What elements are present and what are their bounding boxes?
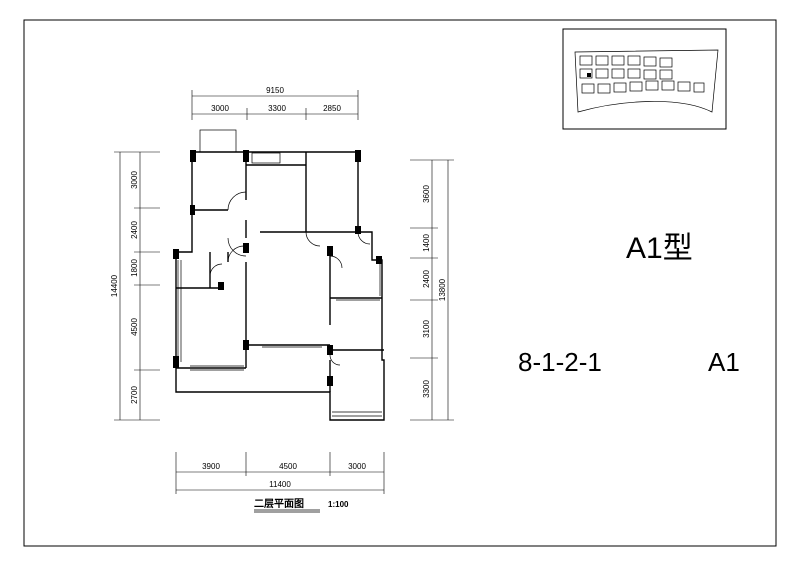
dim-bottom-seg-2: 4500 [279,462,297,471]
caption-title: 二层平面图 [254,498,304,510]
dim-left-seg-5: 2700 [130,386,139,404]
interior-walls [176,152,384,392]
dim-top-seg-1: 3000 [211,104,229,113]
dim-right-seg-4: 3100 [422,320,431,338]
dimension-bottom: 3900 4500 3000 11400 [175,452,385,494]
dim-top-seg-3: 2850 [323,104,341,113]
dim-bottom-seg-3: 3000 [348,462,366,471]
dim-right-seg-2: 1400 [422,234,431,252]
caption-scale: 1:100 [328,500,349,509]
site-buildings [579,55,705,94]
door-swings [209,191,371,366]
dim-top-overall: 9150 [266,86,284,95]
dim-bottom-seg-1: 3900 [202,462,220,471]
unit-type-label: A1型 [626,232,693,265]
dim-left-overall: 14400 [110,274,119,297]
site-highlight-unit [587,73,591,77]
dim-bottom-overall: 11400 [269,480,291,489]
plan-caption: 二层平面图 1:100 [254,498,349,513]
sheet-border [23,19,777,547]
dim-right-seg-3: 2400 [422,270,431,288]
dim-top-seg-2: 3300 [268,104,286,113]
dim-left-seg-1: 3000 [130,171,139,189]
balcony-top [199,129,237,153]
floor-plan [173,129,385,421]
site-outline [574,49,719,113]
dim-right-seg-5: 3300 [422,380,431,398]
site-key-plan [562,28,727,130]
windows [177,260,382,417]
dim-left-seg-3: 1800 [130,259,139,277]
kitchen-counter [251,152,281,164]
dim-right-seg-1: 3600 [422,185,431,203]
dimension-left: 14400 3000 2400 1800 4500 2700 [110,151,160,421]
dim-right-overall: 13800 [438,278,447,301]
dim-left-seg-4: 4500 [130,318,139,336]
outer-wall [175,151,385,421]
dim-left-seg-2: 2400 [130,221,139,239]
structural-columns [173,150,382,386]
unit-type-code: A1 [708,347,740,377]
dimension-top: 9150 3000 3300 2850 [191,86,359,120]
unit-code: 8-1-2-1 [518,347,602,377]
dimension-right: 3600 1400 2400 3100 3300 13800 [410,159,454,421]
